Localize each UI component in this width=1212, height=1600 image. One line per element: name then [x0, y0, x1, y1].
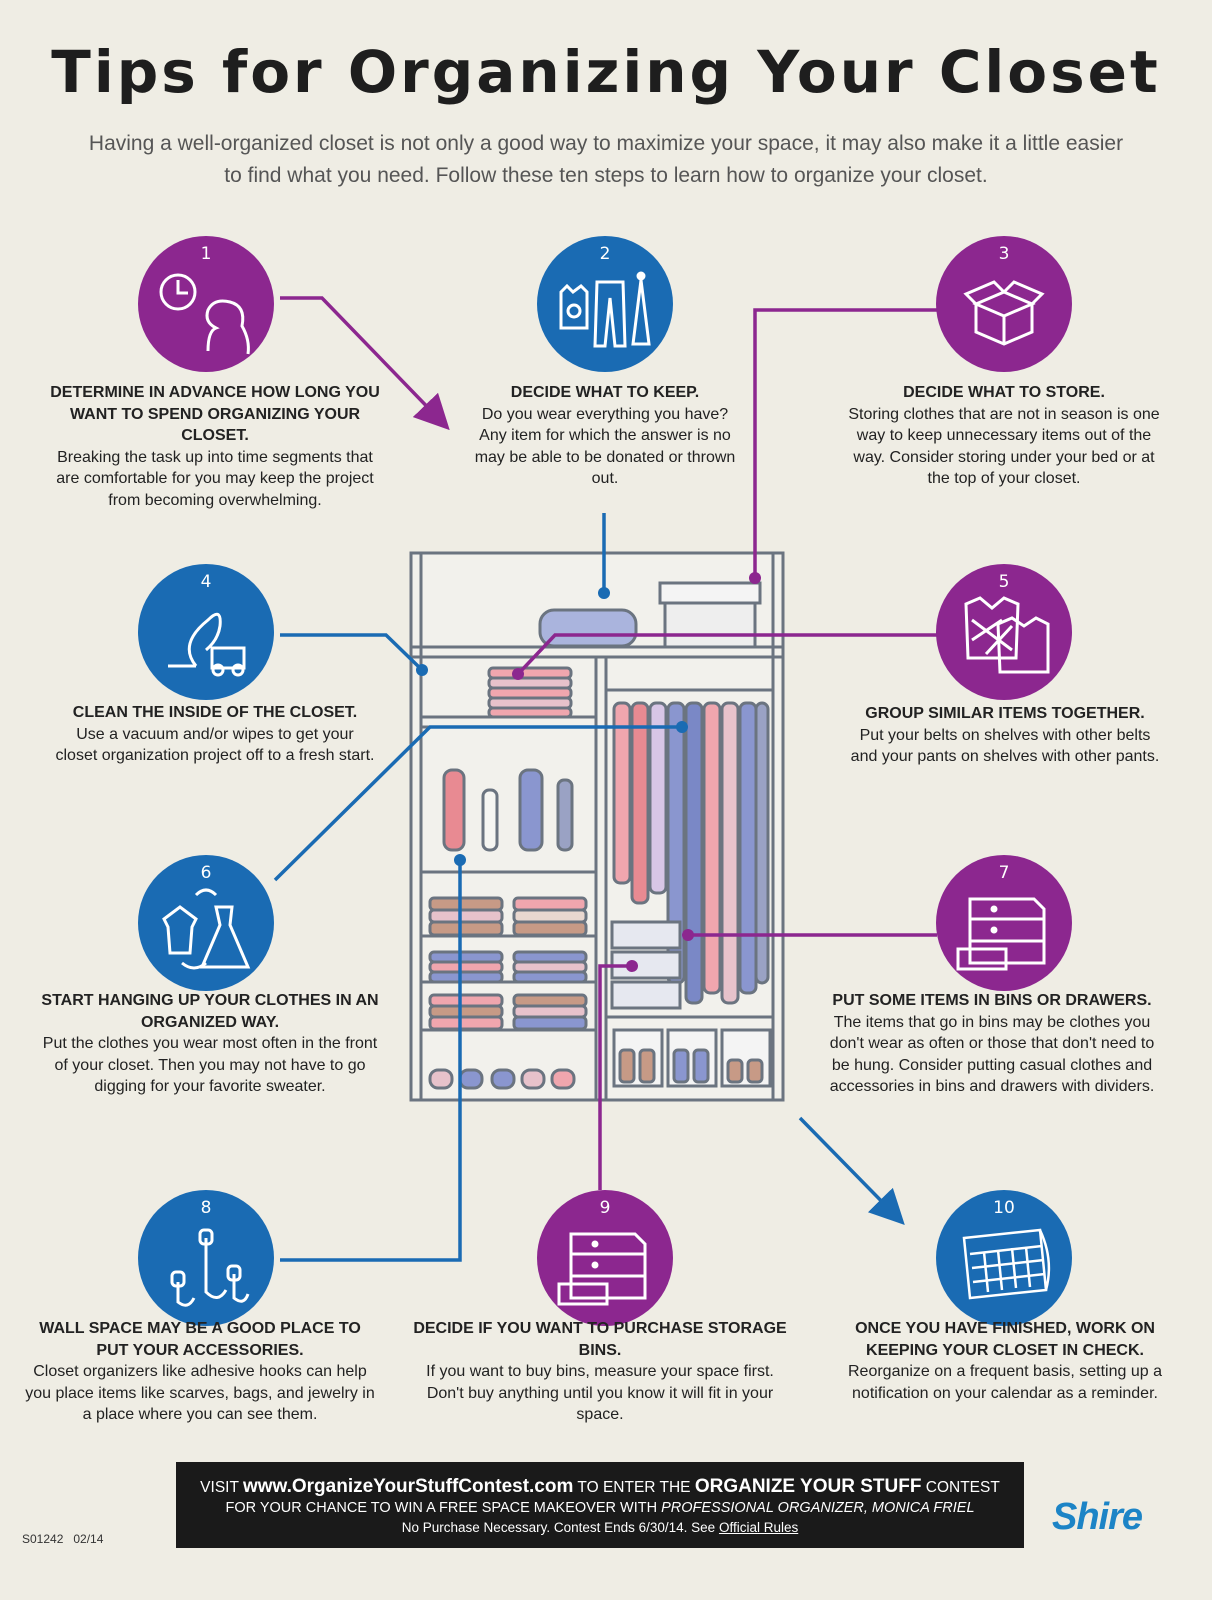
storage-bins-icon	[557, 1232, 647, 1306]
step-3-circle: 3	[936, 236, 1072, 372]
step-5-text: GROUP SIMILAR ITEMS TOGETHER. Put your b…	[845, 703, 1165, 768]
step-number: 8	[200, 1198, 212, 1218]
step-1-text: DETERMINE IN ADVANCE HOW LONG YOU WANT T…	[50, 382, 380, 511]
contest-url-link[interactable]: www.OrganizeYourStuffContest.com	[242, 1476, 574, 1497]
step-description: Closet organizers like adhesive hooks ca…	[25, 1363, 375, 1423]
vacuum-icon	[168, 612, 246, 677]
step-description: If you want to buy bins, measure your sp…	[426, 1363, 774, 1423]
step-description: Put your belts on shelves with other bel…	[850, 726, 1160, 766]
clothes-icon	[559, 271, 651, 348]
step-heading: START HANGING UP YOUR CLOTHES IN AN ORGA…	[41, 992, 379, 1031]
step-9-text: DECIDE IF YOU WANT TO PURCHASE STORAGE B…	[410, 1318, 790, 1426]
step-6-text: START HANGING UP YOUR CLOTHES IN AN ORGA…	[40, 990, 380, 1098]
step-10-circle: 10	[936, 1190, 1072, 1326]
step-number: 10	[993, 1198, 1015, 1218]
organizer-name: PROFESSIONAL ORGANIZER, MONICA FRIEL	[661, 1500, 975, 1516]
step-4-text: CLEAN THE INSIDE OF THE CLOSET. Use a va…	[55, 702, 375, 767]
step-7-text: PUT SOME ITEMS IN BINS OR DRAWERS. The i…	[822, 990, 1162, 1098]
step-1-circle: 1	[138, 236, 274, 372]
step-2-circle: 2	[537, 236, 673, 372]
step-number: 1	[200, 244, 212, 264]
step-heading: WALL SPACE MAY BE A GOOD PLACE TO PUT YO…	[39, 1320, 361, 1359]
step-description: The items that go in bins may be clothes…	[829, 1013, 1155, 1096]
step-number: 2	[599, 244, 611, 264]
step-9-circle: 9	[537, 1190, 673, 1326]
prize-text: FOR YOUR CHANCE TO WIN A FREE SPACE MAKE…	[225, 1500, 658, 1516]
step-description: Do you wear everything you have? Any ite…	[474, 405, 736, 488]
clock-person-icon	[159, 273, 250, 355]
step-heading: ONCE YOU HAVE FINISHED, WORK ON KEEPING …	[855, 1320, 1155, 1359]
step-number: 3	[998, 244, 1010, 264]
intro-text: Having a well-organized closet is not on…	[88, 132, 1124, 187]
step-number: 6	[200, 863, 212, 883]
step-heading: DETERMINE IN ADVANCE HOW LONG YOU WANT T…	[50, 384, 380, 444]
step-3-text: DECIDE WHAT TO STORE. Storing clothes th…	[845, 382, 1163, 490]
contest-name: ORGANIZE YOUR STUFF	[694, 1476, 922, 1497]
shire-logo: Shire	[1052, 1496, 1143, 1538]
step-2-text: DECIDE WHAT TO KEEP. Do you wear everyth…	[470, 382, 740, 490]
document-code: S01242 02/14	[22, 1532, 104, 1546]
step-8-circle: 8	[138, 1190, 274, 1326]
step-heading: DECIDE IF YOU WANT TO PURCHASE STORAGE B…	[413, 1320, 787, 1359]
disclaimer-text: No Purchase Necessary. Contest Ends 6/30…	[401, 1520, 716, 1535]
step-description: Use a vacuum and/or wipes to get your cl…	[55, 725, 375, 765]
step-number: 4	[200, 572, 212, 592]
hooks-icon	[170, 1228, 250, 1307]
step-heading: DECIDE WHAT TO STORE.	[903, 384, 1105, 401]
to-enter-label: TO ENTER THE	[577, 1479, 691, 1496]
step-4-circle: 4	[138, 564, 274, 700]
contest-label: CONTEST	[925, 1479, 1000, 1496]
step-6-circle: 6	[138, 855, 274, 991]
step-10-text: ONCE YOU HAVE FINISHED, WORK ON KEEPING …	[830, 1318, 1180, 1404]
step-description: Breaking the task up into time segments …	[56, 448, 374, 509]
official-rules-link[interactable]: Official Rules	[718, 1520, 799, 1535]
step-heading: CLEAN THE INSIDE OF THE CLOSET.	[72, 704, 358, 721]
calendar-icon	[962, 1228, 1051, 1300]
closet-illustration	[409, 551, 785, 1102]
drawers-icon	[956, 897, 1046, 971]
step-description: Storing clothes that are not in season i…	[848, 405, 1160, 488]
step-5-circle: 5	[936, 564, 1072, 700]
page-title: Tips for Organizing Your Closet	[51, 38, 1161, 106]
step-number: 9	[599, 1198, 611, 1218]
step-description: Reorganize on a frequent basis, setting …	[848, 1363, 1162, 1402]
step-heading: PUT SOME ITEMS IN BINS OR DRAWERS.	[832, 992, 1152, 1009]
step-7-circle: 7	[936, 855, 1072, 991]
hanging-clothes-icon	[162, 888, 251, 970]
step-number: 5	[998, 572, 1010, 592]
step-number: 7	[998, 863, 1010, 883]
visit-label: VISIT	[200, 1479, 239, 1496]
step-heading: DECIDE WHAT TO KEEP.	[510, 384, 700, 401]
step-8-text: WALL SPACE MAY BE A GOOD PLACE TO PUT YO…	[22, 1318, 378, 1426]
contest-banner: VISIT www.OrganizeYourStuffContest.com T…	[176, 1462, 1024, 1548]
step-description: Put the clothes you wear most often in t…	[42, 1035, 378, 1095]
box-icon	[963, 280, 1045, 346]
sweaters-icon	[964, 596, 1050, 674]
step-heading: GROUP SIMILAR ITEMS TOGETHER.	[865, 705, 1145, 722]
